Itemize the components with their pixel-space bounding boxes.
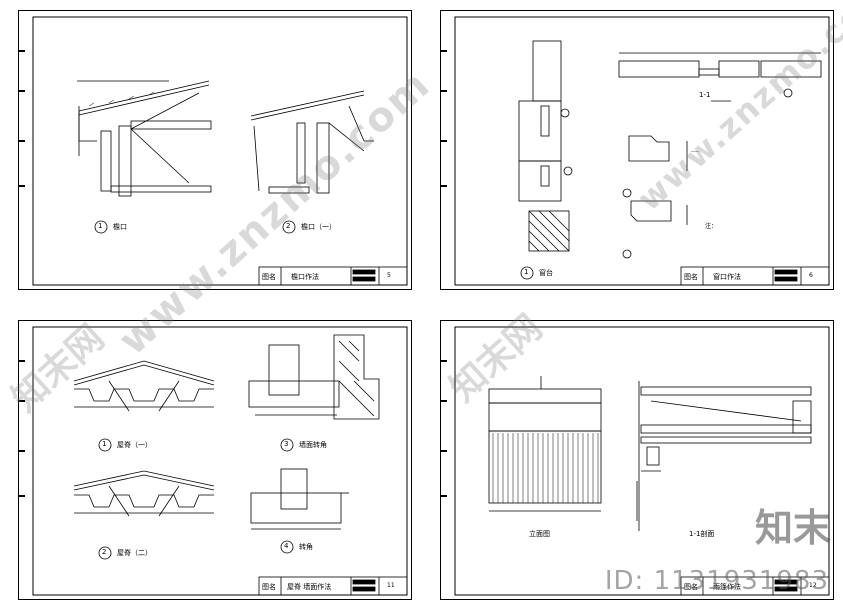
section-label: 1-1剖面 xyxy=(689,530,715,538)
detail-1-name: 屋脊（一） xyxy=(117,441,152,449)
title-block-title: 雨篷作法 xyxy=(713,583,741,591)
title-block-page: 6 xyxy=(809,272,813,279)
brand-id: ID: 1131931983 xyxy=(604,566,829,596)
drawing-sheet-window: —— 1 窗台 1-1 注： 图名 窗口作法 6 xyxy=(440,10,834,290)
drawing-sheet-eaves: 1 檐口 2 檐口（一） 图名 檐口作法 5 xyxy=(18,10,412,290)
notes-title: 注： xyxy=(705,223,718,230)
drawing-sheet-ridge: 1 屋脊（一） 2 屋脊（二） 3 墙面转角 4 转角 图名 屋脊 墙面作法 1… xyxy=(18,320,412,600)
detail-3-name: 墙面转角 xyxy=(299,441,327,449)
window-detail-drawing: —— xyxy=(441,16,830,286)
drawing-sheet-canopy: 立面图 1-1剖面 图名 雨篷作法 12 xyxy=(440,320,834,600)
title-block-label: 图名 xyxy=(684,273,698,281)
title-block-title: 屋脊 墙面作法 xyxy=(287,583,332,591)
svg-text:——: —— xyxy=(691,149,699,154)
title-block-page: 12 xyxy=(809,582,817,589)
title-block-label: 图名 xyxy=(262,273,276,281)
detail-2-number: 2 xyxy=(102,548,107,556)
detail-4-number: 4 xyxy=(284,542,289,550)
detail-1-number: 1 xyxy=(98,222,103,230)
title-block-title: 檐口作法 xyxy=(291,273,319,281)
title-block-page: 11 xyxy=(387,582,395,589)
wall-cladding-stripes xyxy=(492,433,599,503)
section-1-1-label: 1-1 xyxy=(699,91,711,99)
title-block-label: 图名 xyxy=(262,583,276,591)
eaves-detail-drawing xyxy=(19,16,408,286)
detail-4-name: 转角 xyxy=(299,543,313,551)
detail-3-number: 3 xyxy=(284,440,289,448)
detail-2-name: 檐口（一） xyxy=(301,223,336,231)
title-block-label: 图名 xyxy=(684,583,698,591)
brand-logo: 知末 xyxy=(754,506,831,550)
detail-1-name: 檐口 xyxy=(113,223,127,231)
detail-2-number: 2 xyxy=(286,222,291,230)
ridge-detail-drawing xyxy=(19,326,408,596)
detail-1-number: 1 xyxy=(102,440,107,448)
detail-2-name: 屋脊（二） xyxy=(117,549,152,557)
title-block-title: 窗口作法 xyxy=(713,273,741,281)
canopy-detail-drawing xyxy=(441,326,830,596)
title-block-page: 5 xyxy=(387,272,391,279)
detail-1-name: 窗台 xyxy=(539,269,553,277)
elevation-label: 立面图 xyxy=(529,530,550,538)
detail-1-number: 1 xyxy=(524,268,529,276)
